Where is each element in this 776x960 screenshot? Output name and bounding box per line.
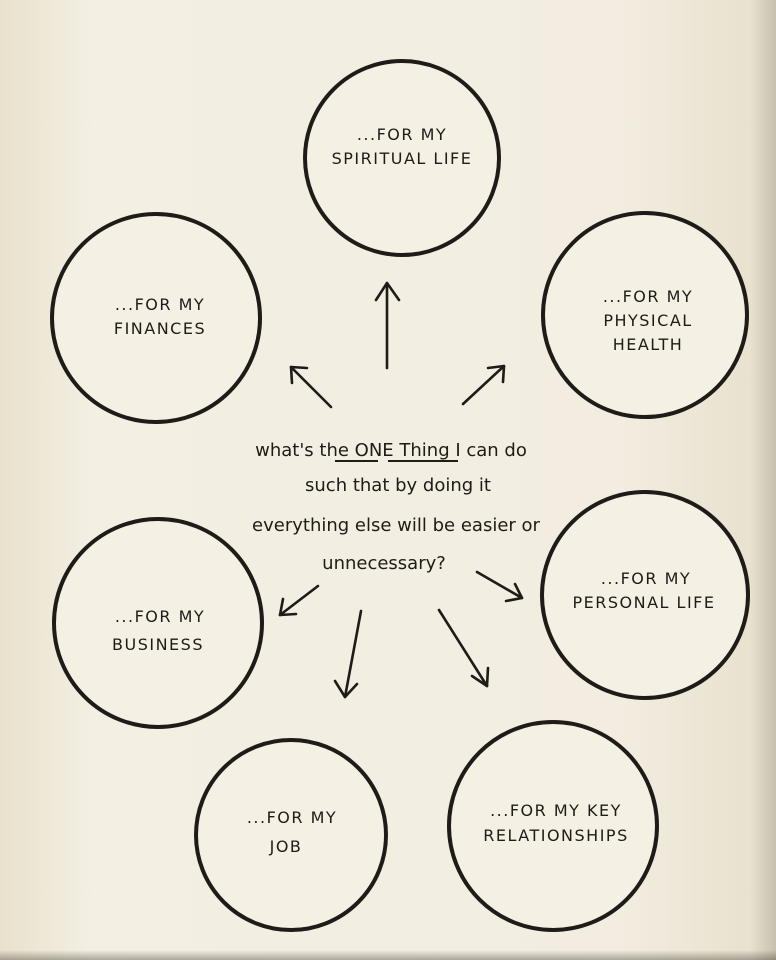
- node-spiritual-life-line2: SPIRITUAL LIFE: [332, 149, 473, 168]
- node-personal-life-line2: PERSONAL LIFE: [573, 593, 716, 612]
- arrow-to-spiritual-life: [374, 281, 401, 370]
- node-key-relationships-line2: RELATIONSHIPS: [483, 826, 628, 845]
- node-business-line2: BUSINESS: [112, 635, 204, 654]
- page-edge-shadow: [750, 0, 776, 960]
- arrow-to-personal-life: [475, 570, 524, 603]
- node-business-line1: ...FOR MY: [115, 607, 205, 626]
- arrow-to-finances: [289, 365, 333, 409]
- node-key-relationships: ...FOR MY KEY RELATIONSHIPS: [447, 720, 659, 932]
- node-key-relationships-line1: ...FOR MY KEY: [490, 801, 622, 820]
- node-finances-line1: ...FOR MY: [115, 295, 205, 314]
- node-physical-health-line1: ...FOR MY: [603, 287, 693, 306]
- question-line3: everything else will be easier or: [252, 515, 540, 536]
- node-finances: ...FOR MY FINANCES: [50, 212, 262, 424]
- node-physical-health-line3: HEALTH: [613, 335, 684, 354]
- arrow-to-business: [278, 584, 320, 617]
- arrow-to-job: [333, 609, 363, 699]
- question-line2: such that by doing it: [305, 475, 491, 496]
- node-spiritual-life-line1: ...FOR MY: [357, 125, 447, 144]
- node-finances-line2: FINANCES: [114, 319, 206, 338]
- node-spiritual-life: ...FOR MY SPIRITUAL LIFE: [303, 59, 501, 257]
- page-bottom-edge: [0, 950, 776, 960]
- center-question: what's the ONE Thing I can do such that …: [252, 440, 540, 574]
- node-physical-health: ...FOR MY PHYSICAL HEALTH: [541, 211, 749, 419]
- node-job-line1: ...FOR MY: [247, 808, 337, 827]
- arrow-to-key-relationships: [437, 608, 490, 688]
- node-personal-life: ...FOR MY PERSONAL LIFE: [540, 490, 750, 700]
- arrow-to-physical-health: [461, 364, 506, 406]
- node-personal-life-line1: ...FOR MY: [601, 569, 691, 588]
- node-job-line2: JOB: [269, 837, 303, 856]
- node-job: ...FOR MY JOB: [194, 738, 388, 932]
- question-line4: unnecessary?: [322, 553, 446, 574]
- node-business: ...FOR MY BUSINESS: [52, 517, 264, 729]
- node-physical-health-line2: PHYSICAL: [603, 311, 692, 330]
- question-line1: what's the ONE Thing I can do: [255, 440, 527, 461]
